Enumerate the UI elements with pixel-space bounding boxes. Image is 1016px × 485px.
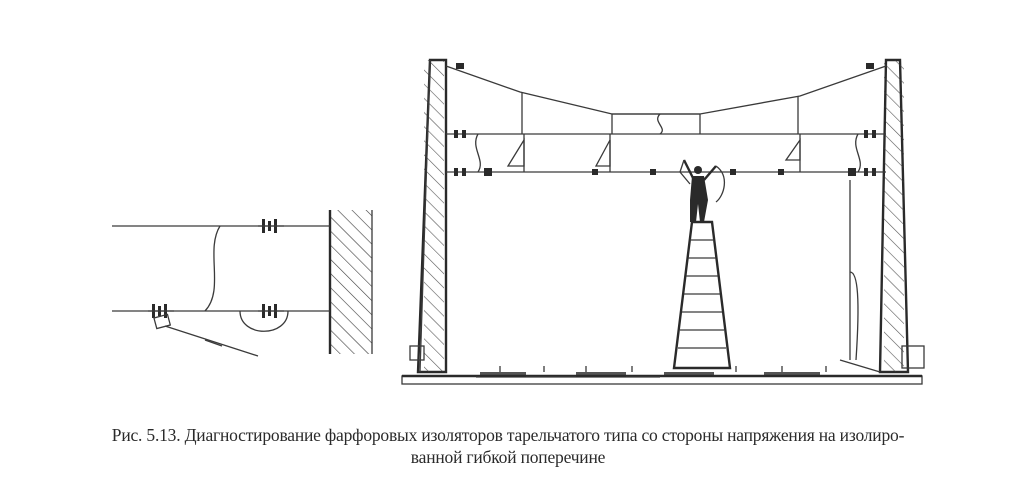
insulated-tower-platform: [672, 220, 732, 370]
portal-structure: [401, 58, 925, 385]
caption-line-2: ванной гибкой поперечине: [410, 447, 606, 467]
registration-arms: [506, 134, 801, 172]
upper-insulator-string: [258, 219, 284, 233]
measuring-head: [153, 313, 172, 330]
jumper-wire: [204, 225, 221, 312]
measuring-rod: [164, 325, 259, 357]
worker-figure: [679, 159, 725, 222]
lower-loop: [239, 310, 289, 332]
tower-insulators: [454, 63, 876, 176]
lower-insulator-string-right: [258, 304, 284, 318]
catenary-wire: [445, 65, 887, 115]
lower-insulator-string-left: [148, 304, 174, 318]
caption-line-1: Рис. 5.13. Диагностирование фарфоровых и…: [111, 425, 905, 445]
figure-caption: Рис. 5.13. Диагностирование фарфоровых и…: [0, 424, 1016, 468]
detail-view: [112, 210, 373, 357]
wall-hatching: [330, 210, 372, 354]
droppers: [521, 93, 799, 134]
